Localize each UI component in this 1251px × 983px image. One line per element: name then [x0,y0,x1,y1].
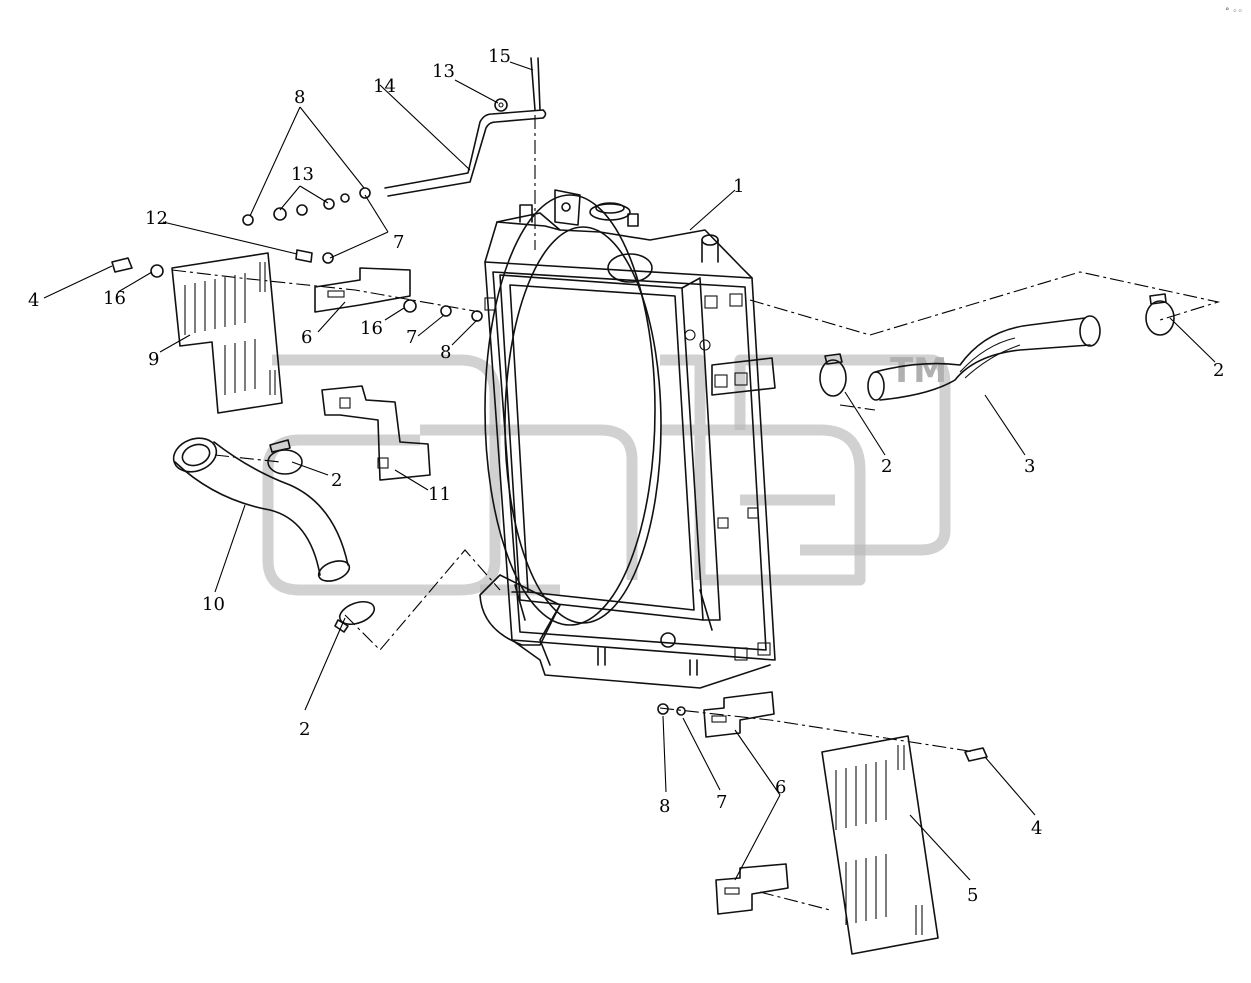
callout-2-bottom: 2 [299,719,310,740]
callout-7-top: 7 [393,232,404,253]
callout-12: 12 [145,208,168,229]
callout-7-middle: 7 [406,327,417,348]
callout-4-left: 4 [28,290,39,311]
callout-6-right: 6 [775,777,786,798]
callout-2-hose-clamp: 2 [881,456,892,477]
callout-14: 14 [373,76,396,97]
watermark-tm: TM [890,351,947,391]
support-rod-hardware [242,57,547,322]
corner-mark: ° ◦◦ [1225,7,1243,17]
callout-labels: 1 2 2 2 2 3 4 4 5 6 6 7 7 7 8 8 8 9 10 1… [28,46,1224,906]
callout-16-middle: 16 [360,318,383,339]
radiator-assembly [479,189,776,689]
right-shroud-plate [657,691,988,955]
callout-13-top: 13 [432,61,455,82]
callout-3: 3 [1024,456,1035,477]
callout-9: 9 [148,349,159,370]
callout-5: 5 [967,885,978,906]
callout-10: 10 [202,594,225,615]
callout-7-bottom: 7 [716,792,727,813]
middle-bracket [321,385,431,481]
callout-6-left: 6 [301,327,312,348]
callout-13-middle: 13 [291,164,314,185]
callout-2-left-clamp: 2 [331,470,342,491]
left-shroud-plate [111,252,411,414]
callout-8-bottom: 8 [659,796,670,817]
callout-16-left: 16 [103,288,126,309]
callout-15: 15 [488,46,511,67]
callout-8-middle: 8 [440,342,451,363]
callout-4-right: 4 [1031,818,1042,839]
callout-2-upper-right: 2 [1213,360,1224,381]
callout-1: 1 [733,176,744,197]
callout-11: 11 [428,484,451,505]
lower-hose [172,437,376,633]
callout-8-top: 8 [294,87,305,108]
assembly-axis-lines [171,115,1221,911]
upper-hose [819,293,1175,401]
leader-lines [43,61,1216,881]
